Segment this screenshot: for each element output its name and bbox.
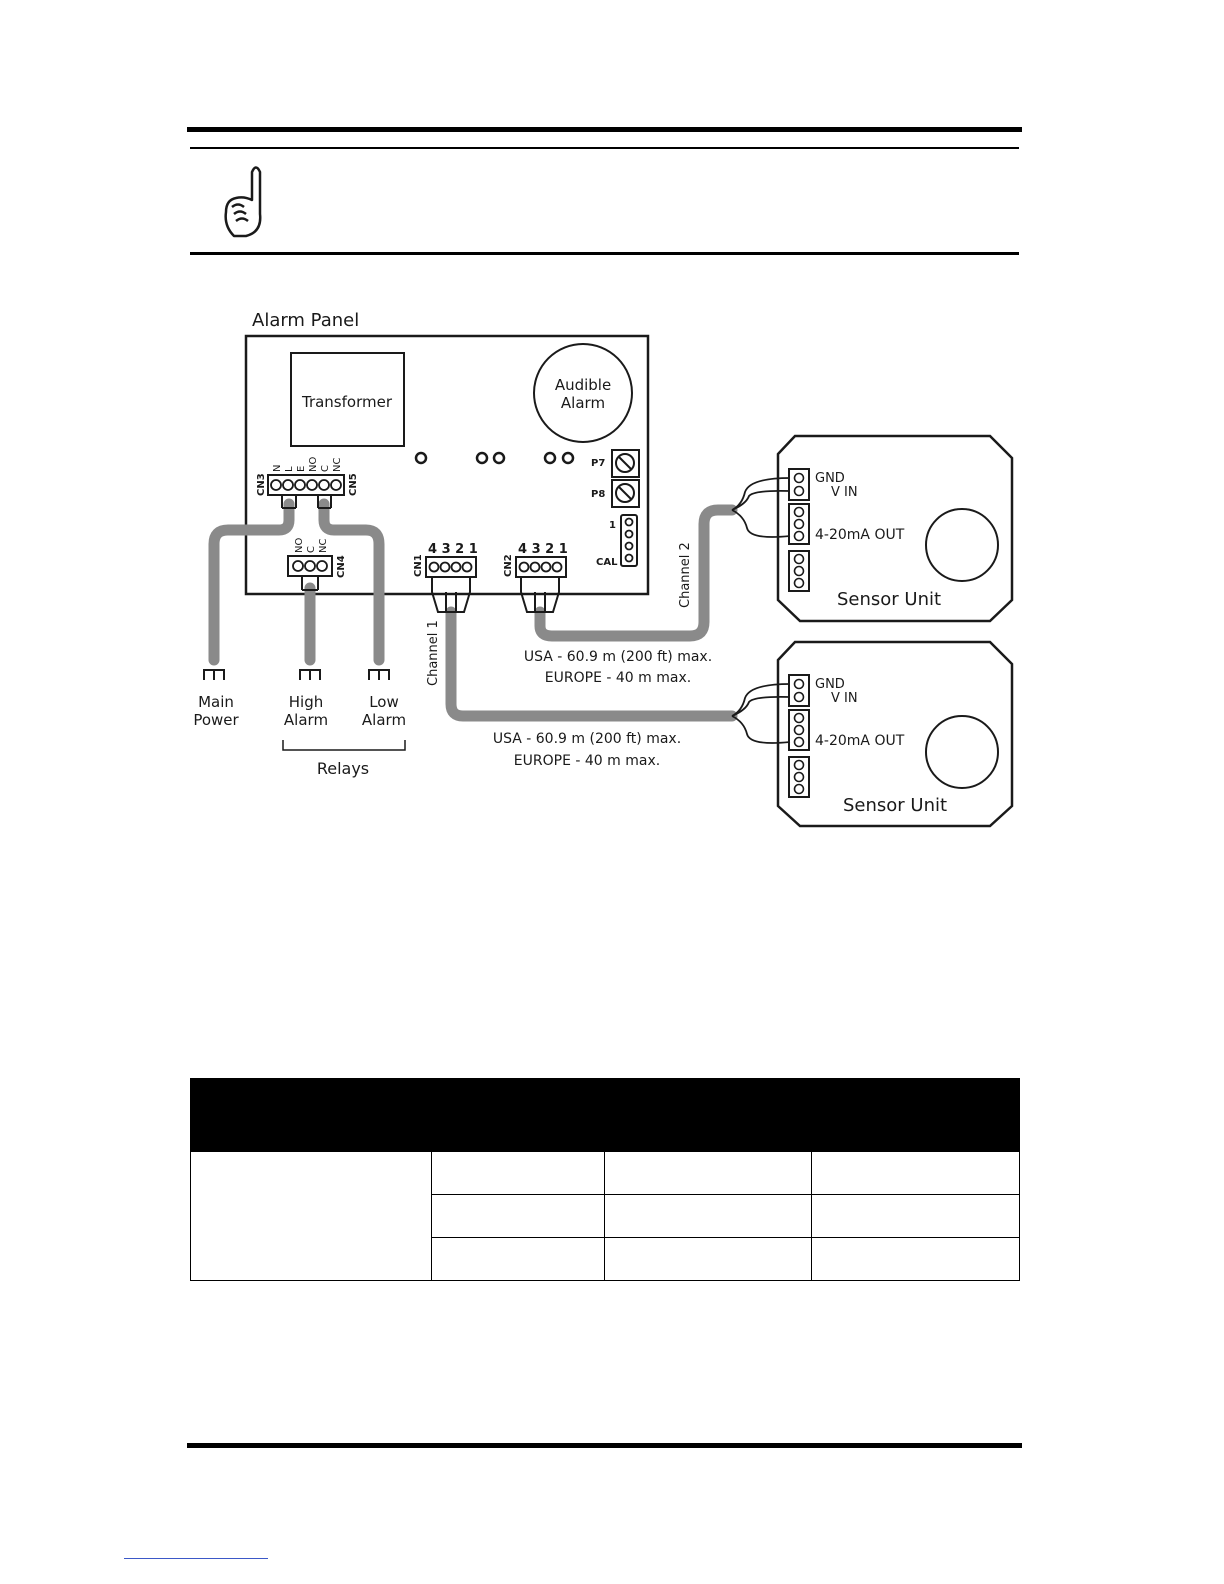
channel-labels: Channel 1 Channel 2 USA - 60.9 m (200 ft… (426, 542, 712, 769)
sensor-2-label: Sensor Unit (843, 795, 947, 816)
audible-alarm-label-1: Audible (555, 376, 611, 394)
low-alarm-label-2: Alarm (362, 711, 406, 729)
sensor-1-output: 4-20mA OUT (815, 527, 905, 543)
alarm-panel-label: Alarm Panel (252, 310, 359, 331)
sensor-1-gnd: GND (815, 471, 845, 486)
cn2-label: CN2 (503, 554, 514, 577)
p7-label: P7 (591, 458, 605, 469)
relays-label: Relays (317, 759, 369, 778)
connector-cn1: 4 3 2 1 CN1 (413, 542, 478, 578)
table-cell (431, 1237, 605, 1281)
table-cell (810, 1194, 1021, 1238)
cn3-pin-e: E (296, 466, 307, 472)
table-cell (604, 1237, 812, 1281)
high-alarm-label-2: Alarm (284, 711, 328, 729)
sensor-1-label: Sensor Unit (837, 589, 941, 610)
cn3-pin-n: N (272, 465, 283, 472)
cal-label: CAL (596, 557, 618, 568)
channel1-cable (445, 606, 738, 722)
table-header-cell (190, 1078, 432, 1152)
potentiometer-p7: P7 (591, 449, 640, 478)
sensor-2-wires (731, 683, 791, 744)
channel2-limit-usa: USA - 60.9 m (200 ft) max. (524, 649, 712, 665)
cables (208, 498, 738, 722)
audible-alarm-buzzer (533, 343, 633, 443)
sensor-unit-2: GND V IN 4-20mA OUT Sensor Unit (731, 640, 1014, 828)
connector-cn2: 4 3 2 1 CN2 (503, 542, 568, 578)
top-rule-thick (187, 127, 1022, 132)
table-cell (431, 1194, 605, 1238)
audible-alarm-label-2: Alarm (561, 394, 605, 412)
table-row (191, 1237, 1021, 1281)
cn5-pin-c: C (320, 465, 331, 472)
p8-label: P8 (591, 489, 605, 500)
sensor-1-element (925, 508, 999, 582)
output-labels: Main Power High Alarm Low Alarm Relays (193, 693, 406, 778)
cn5-pin-nc: NC (332, 458, 343, 472)
table-cell (190, 1151, 432, 1281)
note-rule-bottom (190, 252, 1019, 255)
transformer-label: Transformer (301, 393, 393, 411)
sensor-unit-1: GND V IN 4-20mA OUT Sensor Unit (731, 434, 1014, 623)
cable-terminations (203, 669, 390, 680)
high-alarm-plug-icon (299, 669, 321, 680)
cn4-pin-c: C (306, 546, 317, 553)
cn1-pin-numbers: 4 3 2 1 (428, 542, 478, 557)
table-cell (604, 1151, 812, 1195)
main-power-cable (208, 498, 295, 666)
note-rule-top (190, 147, 1019, 149)
cn2-pin-numbers: 4 3 2 1 (518, 542, 568, 557)
pointing-finger-icon (224, 166, 262, 238)
bottom-rule-thick (187, 1443, 1022, 1448)
main-power-label-2: Power (193, 711, 239, 729)
table-header-cell (430, 1078, 1021, 1152)
channel1-label: Channel 1 (426, 620, 441, 686)
sensor-1-vin: V IN (831, 485, 858, 500)
cn3-label: CN3 (256, 473, 267, 496)
high-alarm-label-1: High (289, 693, 323, 711)
sensor-1-wires (731, 477, 791, 538)
sensor-2-element (925, 715, 999, 789)
cn3-pin-l: L (284, 466, 295, 472)
cn4-pin-no: NO (294, 538, 305, 553)
cn1-label: CN1 (413, 554, 424, 577)
channel1-limit-europe: EUROPE - 40 m max. (514, 753, 660, 769)
channel2-cable (534, 504, 738, 642)
status-leds (414, 451, 575, 465)
cal-pin-1-label: 1 (609, 520, 616, 531)
channel2-limit-europe: EUROPE - 40 m max. (545, 670, 691, 686)
channel1-limit-usa: USA - 60.9 m (200 ft) max. (493, 731, 681, 747)
sensor-2-vin: V IN (831, 691, 858, 706)
cn5-pin-no: NO (308, 457, 319, 472)
table-cell (810, 1151, 1021, 1195)
transformer-box (290, 352, 405, 447)
alarm-panel: Alarm Panel Transformer Audible Alarm P7… (244, 310, 650, 596)
main-power-label-1: Main (198, 693, 234, 711)
low-alarm-label-1: Low (369, 693, 399, 711)
table-row (190, 1151, 1021, 1281)
footer-link-underline[interactable] (124, 1558, 268, 1559)
low-alarm-cable (318, 498, 385, 666)
relays-bracket (282, 740, 406, 751)
table-header-row (190, 1078, 1021, 1152)
cn4-pin-nc: NC (318, 539, 329, 553)
table-cell (810, 1237, 1021, 1281)
spec-table (190, 1078, 1021, 1281)
sensor-2-gnd: GND (815, 677, 845, 692)
cn5-label: CN5 (348, 473, 359, 496)
connector-cn4: CN4 NO C NC (287, 538, 347, 578)
channel2-label: Channel 2 (678, 542, 693, 608)
connector-leads (281, 495, 560, 613)
main-power-plug-icon (203, 669, 225, 680)
connector-cn3-cn5: CN3 CN5 N L E NO C NC (256, 457, 359, 496)
low-alarm-plug-icon (368, 669, 390, 680)
potentiometer-p8: P8 (591, 479, 640, 508)
sensor-2-output: 4-20mA OUT (815, 733, 905, 749)
table-cell (431, 1151, 605, 1195)
table-cell (604, 1194, 812, 1238)
cn4-label: CN4 (336, 555, 347, 578)
cal-jumper: 1 CAL (596, 514, 638, 568)
